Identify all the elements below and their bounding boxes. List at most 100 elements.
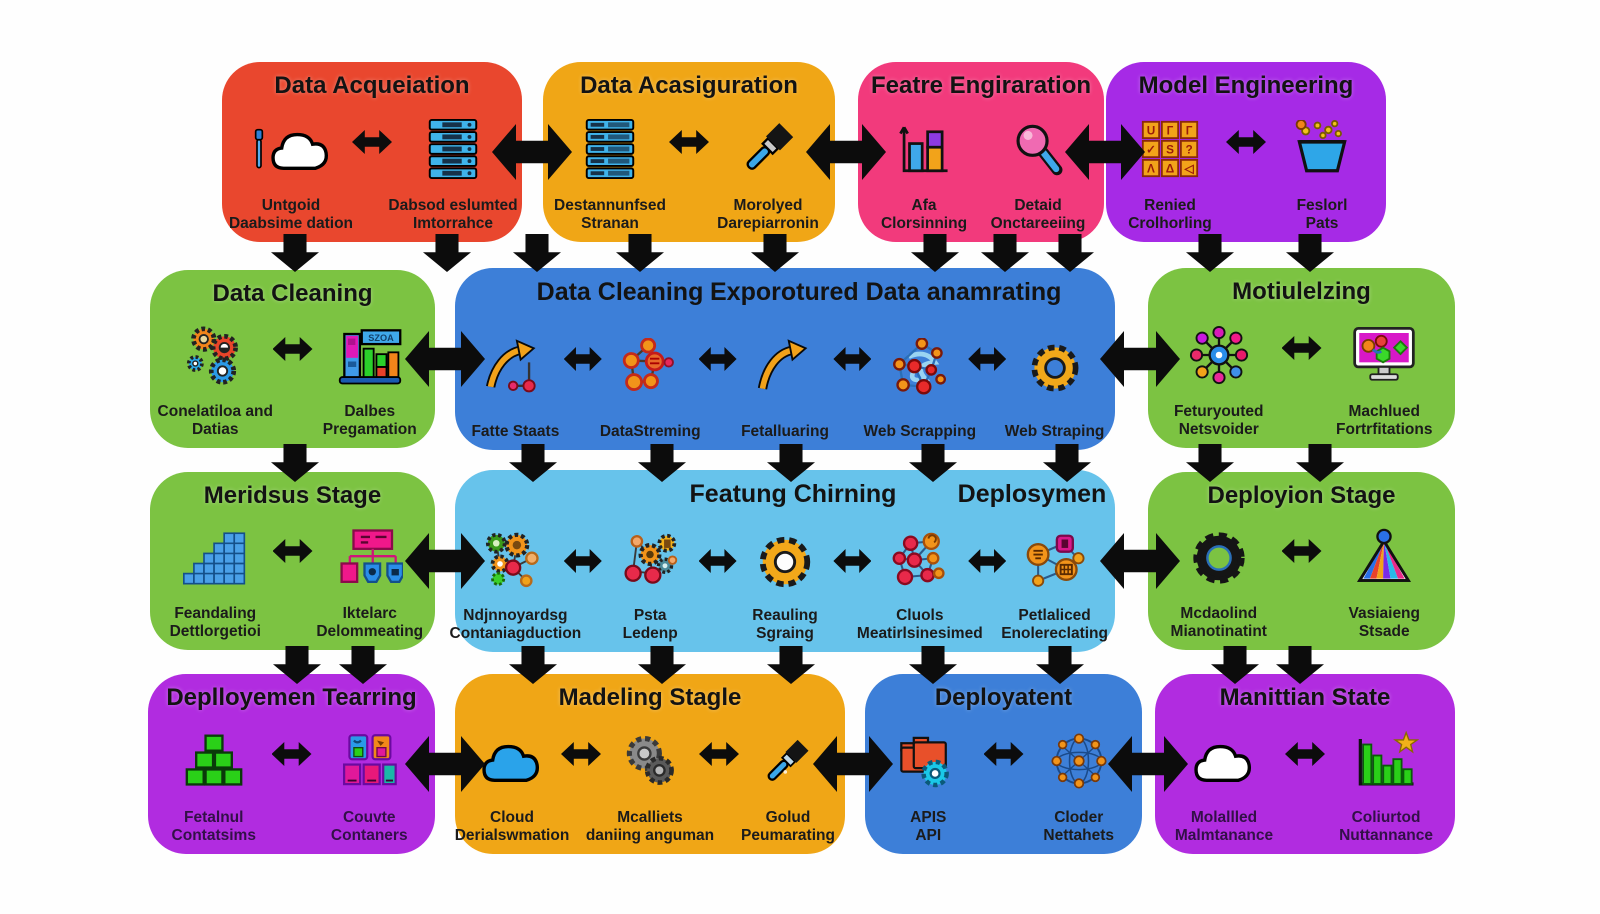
block-item: Web Straping — [1005, 314, 1104, 440]
svg-text:✓: ✓ — [1146, 143, 1156, 156]
double-arrow-icon — [1285, 742, 1325, 766]
containers-icon — [337, 731, 401, 791]
curve-arrow-icon — [755, 338, 815, 398]
svg-text:Г: Г — [1186, 124, 1193, 137]
cloud-icon — [480, 734, 544, 788]
server-stack-icon — [427, 118, 479, 180]
double-arrow-icon — [1281, 336, 1322, 360]
double-arrow-icon — [968, 347, 1007, 371]
paintbrush-icon — [759, 732, 817, 790]
block-title: Madeling Stagle — [558, 684, 742, 711]
bar-chart-star-icon — [1353, 730, 1419, 791]
fan-chart-icon — [1354, 528, 1414, 588]
svg-text:Λ: Λ — [1147, 162, 1155, 175]
swab-icon — [251, 120, 267, 178]
svg-text:Г: Г — [1167, 124, 1174, 137]
bucket-icon — [1292, 119, 1352, 178]
gray-gears-icon — [620, 731, 680, 791]
block-item: Fetalluaring — [737, 314, 834, 440]
double-arrow-icon — [272, 337, 313, 361]
hub-network-icon — [1189, 325, 1249, 385]
block-title: Model Engineering — [1138, 72, 1354, 99]
double-arrow-icon — [1226, 130, 1266, 154]
block-featung-chirning: Featung Chirning Deplosymen Ndjnnoyardsg… — [450, 470, 1115, 652]
double-arrow-icon — [699, 742, 739, 766]
bars-machine-icon: SZOA — [337, 326, 403, 386]
svg-text:◁: ◁ — [1184, 162, 1195, 175]
block-title: Data Acqueiation — [274, 72, 470, 99]
block-title-right: Exporotured Data anamrating — [710, 278, 1062, 306]
folders-gear-icon — [896, 731, 960, 791]
double-arrow-icon — [1281, 539, 1322, 563]
network-graph-icon — [620, 338, 680, 398]
symbol-network-icon — [1025, 532, 1085, 592]
cloud-icon — [270, 122, 332, 176]
double-arrow-icon — [563, 347, 602, 371]
down-arrow — [513, 234, 561, 272]
scraper-network-icon — [890, 338, 950, 398]
block-title: Meridsus Stage — [203, 482, 382, 509]
block-item: Fatte Staats — [467, 314, 564, 440]
block-title-left: Data Cleaning — [536, 278, 704, 306]
node-network-icon — [890, 532, 950, 592]
gears-icon — [185, 326, 245, 386]
block-title-left: Featung Chirning — [689, 480, 897, 508]
gear-network-icon — [485, 532, 545, 592]
svg-text:?: ? — [1185, 143, 1192, 156]
cloud-icon — [1193, 734, 1255, 788]
block-title: Data Cleaning — [212, 280, 373, 307]
monitor-icon — [1351, 325, 1417, 385]
cube-stairs-icon — [182, 530, 248, 586]
block-title: Deployion Stage — [1207, 482, 1396, 509]
double-arrow-icon — [968, 549, 1007, 573]
orgchart-icon — [337, 528, 403, 588]
double-arrow-icon — [272, 539, 313, 563]
block-item: DataStreming — [600, 314, 701, 440]
block-title: Data Acasiguration — [580, 72, 798, 99]
double-arrow-icon — [833, 347, 872, 371]
double-arrow-icon — [563, 549, 602, 573]
server-stack-icon — [584, 118, 636, 180]
svg-text:Δ: Δ — [1166, 162, 1174, 175]
gear-icon — [754, 531, 816, 593]
svg-text:U: U — [1147, 124, 1156, 137]
svg-text:SZOA: SZOA — [368, 333, 394, 343]
bar-chart-icon — [895, 120, 953, 178]
block-title: Motiulelzing — [1232, 278, 1371, 305]
double-arrow-icon — [561, 742, 601, 766]
curve-arrow-nodes-icon — [485, 338, 545, 398]
double-arrow-icon — [669, 130, 709, 154]
block-title-right: Deplosymen — [957, 480, 1107, 508]
